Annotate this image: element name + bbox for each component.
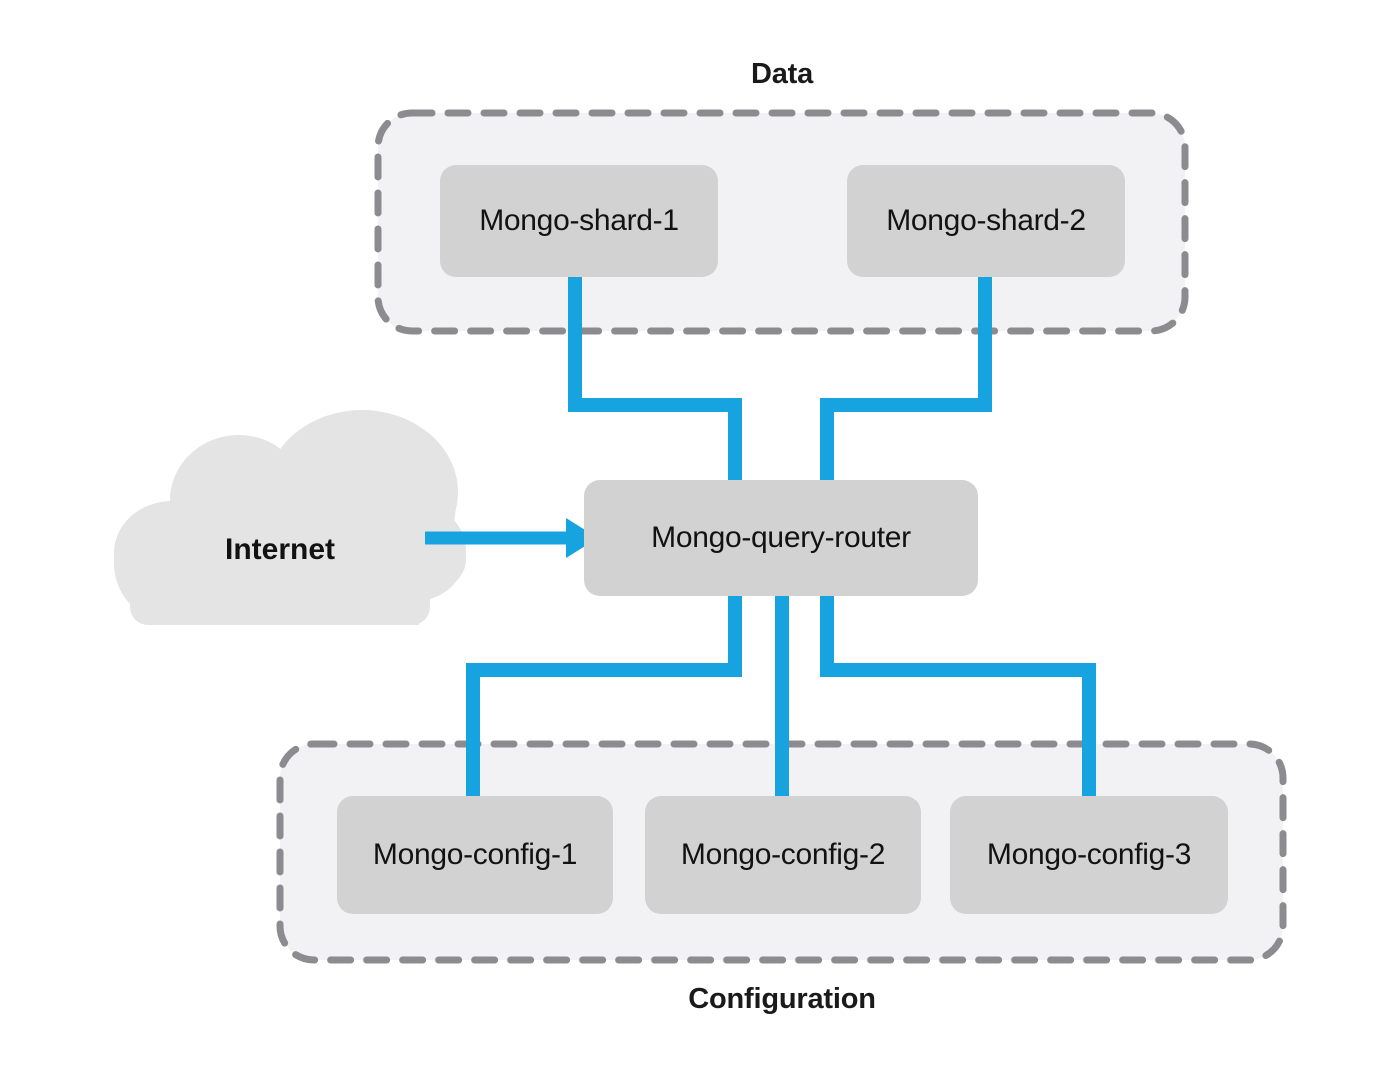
data-group-dashed-border bbox=[374, 109, 1189, 335]
data-group-label: Data bbox=[750, 58, 814, 90]
node-mongo-shard-2-label: Mongo-shard-2 bbox=[886, 204, 1086, 237]
arrow-head-icon bbox=[566, 518, 598, 558]
node-mongo-shard-1[interactable]: Mongo-shard-1 bbox=[440, 165, 718, 277]
edge-shard1-to-router bbox=[568, 272, 742, 487]
node-mongo-shard-1-label: Mongo-shard-1 bbox=[479, 204, 679, 237]
edge-router-to-config1 bbox=[466, 590, 742, 802]
internet-cloud-shape bbox=[114, 410, 466, 625]
edge-router-to-config3 bbox=[820, 590, 1096, 802]
node-mongo-shard-2[interactable]: Mongo-shard-2 bbox=[847, 165, 1125, 277]
node-mongo-config-2-label: Mongo-config-2 bbox=[680, 838, 886, 871]
internet-cloud-label: Internet bbox=[224, 533, 335, 566]
node-mongo-query-router-label: Mongo-query-router bbox=[651, 521, 911, 554]
node-mongo-query-router[interactable]: Mongo-query-router bbox=[584, 480, 978, 596]
edge-shard2-to-router bbox=[820, 272, 992, 487]
node-mongo-config-3-label: Mongo-config-3 bbox=[986, 838, 1192, 871]
node-mongo-config-2[interactable]: Mongo-config-2 bbox=[645, 796, 921, 914]
node-mongo-config-1[interactable]: Mongo-config-1 bbox=[337, 796, 613, 914]
configuration-group-label: Configuration bbox=[688, 983, 876, 1015]
node-mongo-config-3[interactable]: Mongo-config-3 bbox=[950, 796, 1228, 914]
node-mongo-config-1-label: Mongo-config-1 bbox=[372, 838, 578, 871]
